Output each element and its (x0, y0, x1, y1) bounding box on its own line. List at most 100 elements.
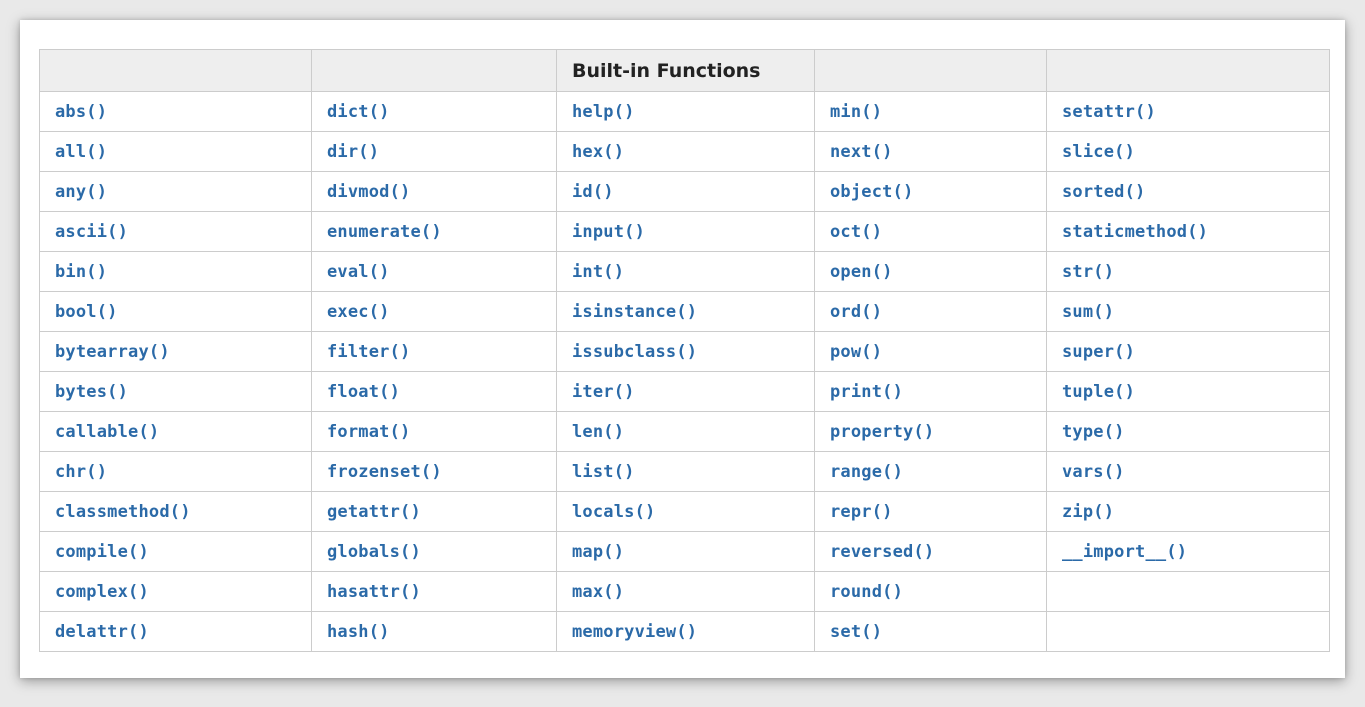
table-row: all() dir() hex() next() slice() (39, 131, 1330, 172)
function-link[interactable]: dir() (327, 141, 380, 162)
function-link[interactable]: exec() (327, 301, 390, 322)
table-row: complex() hasattr() max() round() (39, 571, 1330, 612)
function-link[interactable]: vars() (1062, 461, 1125, 482)
function-link[interactable]: hex() (572, 141, 625, 162)
function-link[interactable]: all() (55, 141, 108, 162)
function-link[interactable]: str() (1062, 261, 1115, 282)
table-header-row: Built-in Functions (39, 49, 1330, 92)
function-link[interactable]: range() (830, 461, 904, 482)
table-row: bytes() float() iter() print() tuple() (39, 371, 1330, 412)
function-link[interactable]: globals() (327, 541, 421, 562)
table-cell: slice() (1046, 131, 1330, 172)
function-link[interactable]: issubclass() (572, 341, 698, 362)
function-link[interactable]: tuple() (1062, 381, 1136, 402)
function-link[interactable]: object() (830, 181, 914, 202)
function-link[interactable]: max() (572, 581, 625, 602)
table-cell: property() (814, 411, 1047, 452)
function-link[interactable]: compile() (55, 541, 149, 562)
function-link[interactable]: bin() (55, 261, 108, 282)
function-link[interactable]: help() (572, 101, 635, 122)
function-link[interactable]: getattr() (327, 501, 421, 522)
function-link[interactable]: hasattr() (327, 581, 421, 602)
table-cell: pow() (814, 331, 1047, 372)
table-cell: print() (814, 371, 1047, 412)
function-link[interactable]: abs() (55, 101, 108, 122)
function-link[interactable]: reversed() (830, 541, 935, 562)
table-cell: bool() (39, 291, 312, 332)
table-cell: all() (39, 131, 312, 172)
function-link[interactable]: frozenset() (327, 461, 442, 482)
table-cell: classmethod() (39, 491, 312, 532)
function-link[interactable]: id() (572, 181, 614, 202)
function-link[interactable]: complex() (55, 581, 149, 602)
function-link[interactable]: super() (1062, 341, 1136, 362)
function-link[interactable]: print() (830, 381, 904, 402)
function-link[interactable]: classmethod() (55, 501, 191, 522)
function-link[interactable]: staticmethod() (1062, 221, 1209, 242)
function-link[interactable]: callable() (55, 421, 160, 442)
function-link[interactable]: dict() (327, 101, 390, 122)
table-cell: max() (556, 571, 815, 612)
function-link[interactable]: input() (572, 221, 646, 242)
function-link[interactable]: len() (572, 421, 625, 442)
function-link[interactable]: zip() (1062, 501, 1115, 522)
function-link[interactable]: any() (55, 181, 108, 202)
function-link[interactable]: memoryview() (572, 621, 698, 642)
function-link[interactable]: format() (327, 421, 411, 442)
function-link[interactable]: map() (572, 541, 625, 562)
table-cell: bytearray() (39, 331, 312, 372)
table-cell: bin() (39, 251, 312, 292)
function-link[interactable]: filter() (327, 341, 411, 362)
function-link[interactable]: slice() (1062, 141, 1136, 162)
table-row: ascii() enumerate() input() oct() staticmeth… (39, 211, 1330, 252)
table-cell: sum() (1046, 291, 1330, 332)
function-link[interactable]: repr() (830, 501, 893, 522)
function-link[interactable]: property() (830, 421, 935, 442)
function-link[interactable]: ascii() (55, 221, 129, 242)
table-cell: hex() (556, 131, 815, 172)
function-link[interactable]: setattr() (1062, 101, 1156, 122)
function-link[interactable]: isinstance() (572, 301, 698, 322)
table-cell: ascii() (39, 211, 312, 252)
table-cell: set() (814, 611, 1047, 652)
function-link[interactable]: divmod() (327, 181, 411, 202)
table-row: bin() eval() int() open() str() (39, 251, 1330, 292)
function-link[interactable]: open() (830, 261, 893, 282)
function-link[interactable]: oct() (830, 221, 883, 242)
function-link[interactable]: chr() (55, 461, 108, 482)
table-cell: locals() (556, 491, 815, 532)
function-link[interactable]: hash() (327, 621, 390, 642)
function-link[interactable]: bool() (55, 301, 118, 322)
table-cell: compile() (39, 531, 312, 572)
function-link[interactable]: locals() (572, 501, 656, 522)
builtin-functions-card: Built-in Functions abs() dict() help() min(… (20, 20, 1345, 678)
table-cell: round() (814, 571, 1047, 612)
function-link[interactable]: bytes() (55, 381, 129, 402)
function-link[interactable]: round() (830, 581, 904, 602)
function-link[interactable]: delattr() (55, 621, 149, 642)
table-cell: exec() (311, 291, 557, 332)
function-link[interactable]: iter() (572, 381, 635, 402)
function-link[interactable]: enumerate() (327, 221, 442, 242)
function-link[interactable]: float() (327, 381, 401, 402)
function-link[interactable]: eval() (327, 261, 390, 282)
table-title: Built-in Functions (556, 49, 815, 92)
table-cell: range() (814, 451, 1047, 492)
function-link[interactable]: min() (830, 101, 883, 122)
function-link[interactable]: bytearray() (55, 341, 170, 362)
function-link[interactable]: type() (1062, 421, 1125, 442)
function-link[interactable]: next() (830, 141, 893, 162)
function-link[interactable]: sorted() (1062, 181, 1146, 202)
table-cell: delattr() (39, 611, 312, 652)
function-link[interactable]: ord() (830, 301, 883, 322)
function-link[interactable]: sum() (1062, 301, 1115, 322)
table-cell: id() (556, 171, 815, 212)
table-row: bool() exec() isinstance() ord() sum() (39, 291, 1330, 332)
function-link[interactable]: set() (830, 621, 883, 642)
function-link[interactable]: __import__() (1062, 541, 1188, 562)
function-link[interactable]: list() (572, 461, 635, 482)
table-cell: vars() (1046, 451, 1330, 492)
table-cell: frozenset() (311, 451, 557, 492)
function-link[interactable]: int() (572, 261, 625, 282)
function-link[interactable]: pow() (830, 341, 883, 362)
